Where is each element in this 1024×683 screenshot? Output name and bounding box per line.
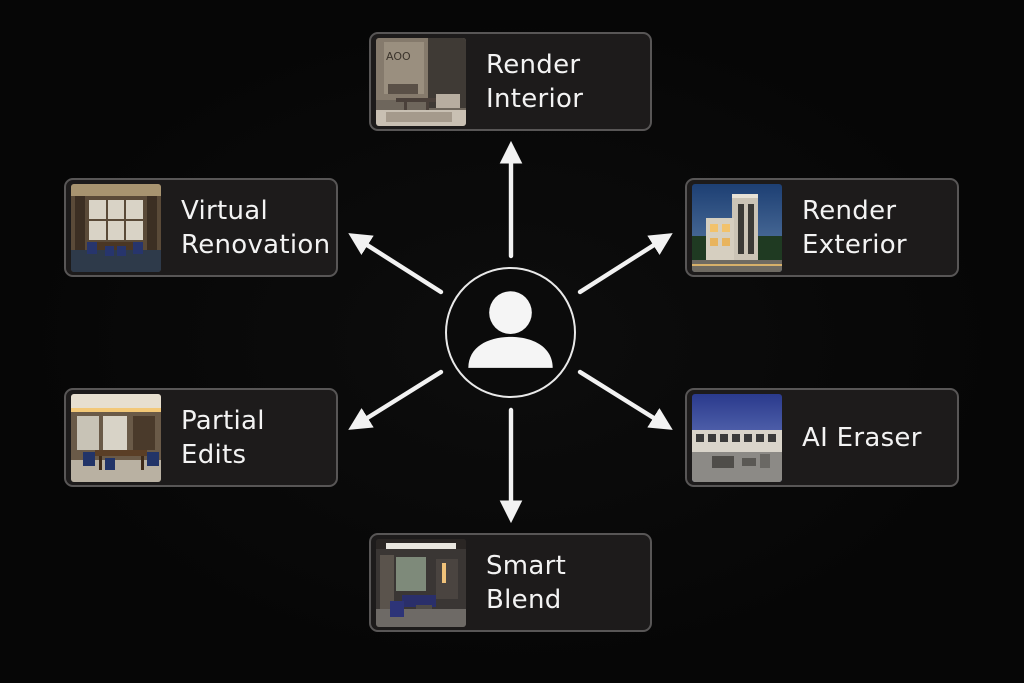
node-label: Render Exterior bbox=[802, 195, 907, 260]
user-icon bbox=[468, 291, 553, 368]
node-label: Virtual Renovation bbox=[181, 195, 331, 260]
node-render-interior: AOO Render Interior bbox=[369, 32, 652, 131]
node-virtual-renovation: Virtual Renovation bbox=[64, 178, 338, 277]
interior-lounge-thumbnail: AOO bbox=[376, 37, 466, 126]
building-exterior-photo bbox=[692, 183, 782, 272]
patio-dusk-thumbnail bbox=[692, 393, 782, 482]
edge-arrow-virtual-renovation bbox=[348, 233, 444, 295]
node-label: AI Eraser bbox=[802, 422, 922, 453]
edge-arrow-ai-eraser bbox=[577, 369, 673, 430]
patio-dusk-photo bbox=[692, 393, 782, 482]
dining-room-photo bbox=[71, 393, 161, 482]
meeting-room-photo bbox=[71, 183, 161, 272]
living-room-photo bbox=[376, 538, 466, 627]
node-render-exterior: Render Exterior bbox=[685, 178, 959, 277]
dining-room-thumbnail bbox=[71, 393, 161, 482]
living-room-thumbnail bbox=[376, 538, 466, 627]
node-label: Partial Edits bbox=[181, 405, 265, 470]
node-ai-eraser: AI Eraser bbox=[685, 388, 959, 487]
node-label: Smart Blend bbox=[486, 550, 567, 615]
node-label: Render Interior bbox=[486, 49, 584, 114]
interior-lounge-photo: AOO bbox=[376, 37, 466, 126]
meeting-room-thumbnail bbox=[71, 183, 161, 272]
node-smart-blend: Smart Blend bbox=[369, 533, 652, 632]
svg-text:AOO: AOO bbox=[386, 50, 411, 63]
node-partial-edits: Partial Edits bbox=[64, 388, 338, 487]
building-exterior-thumbnail bbox=[692, 183, 782, 272]
edge-arrow-partial-edits bbox=[348, 369, 444, 430]
central-user-node bbox=[445, 267, 576, 398]
edge-arrow-render-exterior bbox=[577, 233, 673, 295]
